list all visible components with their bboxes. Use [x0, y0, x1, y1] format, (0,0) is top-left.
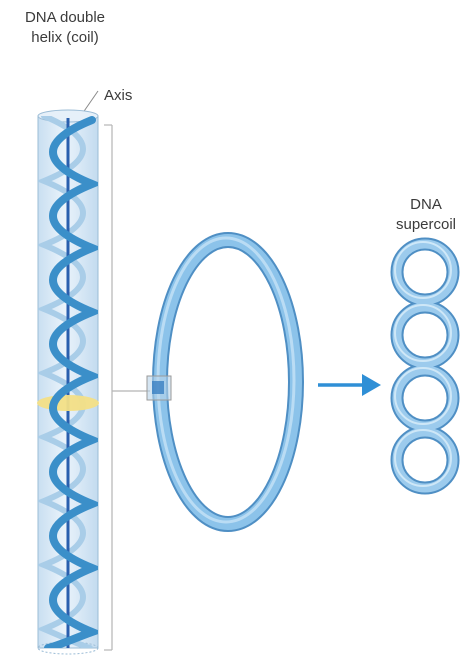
circular-dna-ring — [158, 238, 296, 524]
helix-bracket — [104, 125, 150, 650]
cross-section-highlight — [37, 395, 99, 411]
zoom-box-segment — [152, 381, 164, 394]
dna-supercoil — [395, 242, 453, 488]
arrow-right-icon — [318, 374, 381, 396]
